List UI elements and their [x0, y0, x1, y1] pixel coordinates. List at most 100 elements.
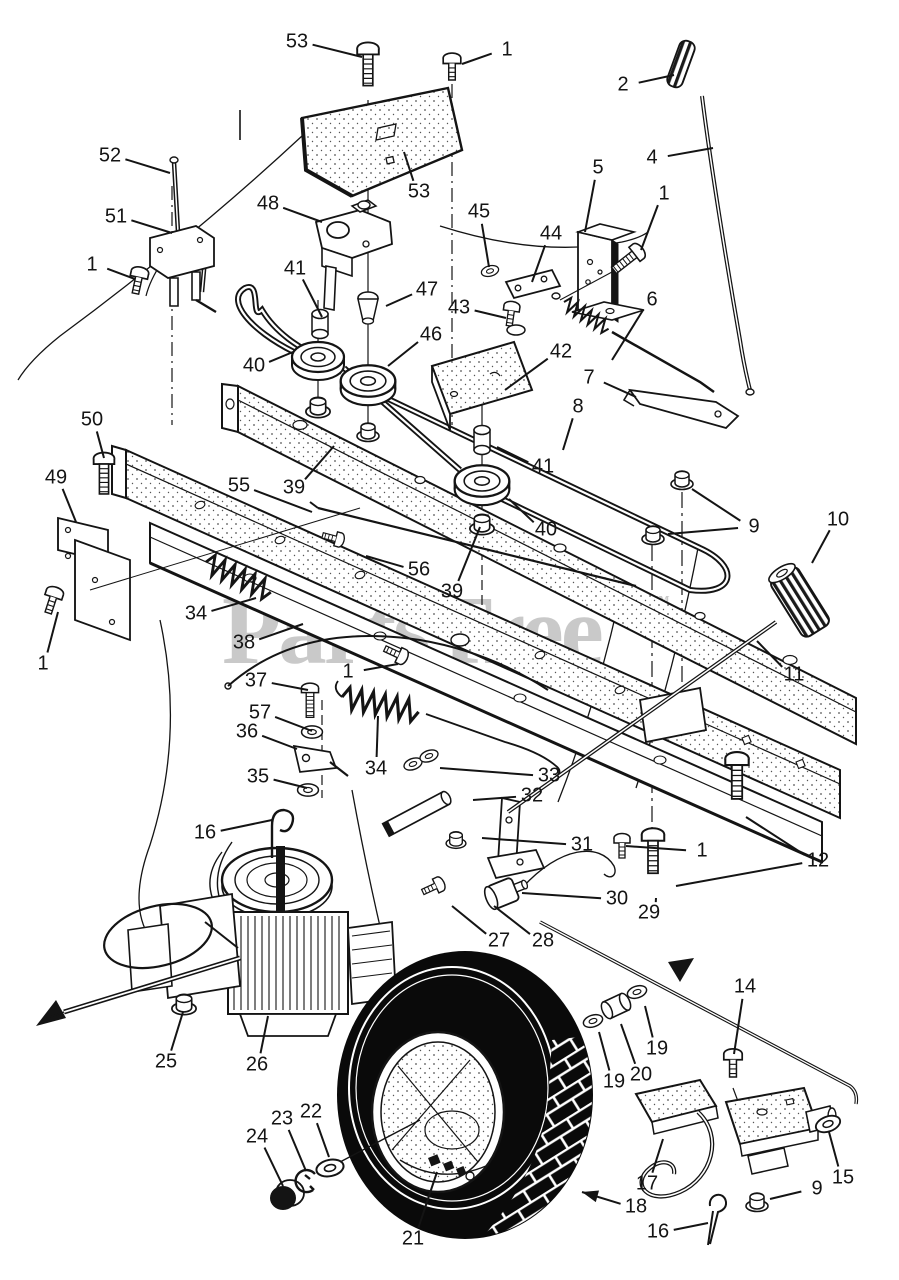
pin-32: [381, 790, 452, 838]
cone-nut-47: [357, 291, 379, 325]
part-number-callout: 41: [283, 257, 307, 280]
flange-nut-under-46: [356, 422, 380, 443]
e-clip-23: [294, 1168, 316, 1194]
part-number-callout: 27: [487, 929, 511, 952]
leader-line: [417, 1171, 438, 1229]
part-number-callout: 44: [539, 222, 563, 245]
washer-19b: [625, 982, 649, 1002]
part-number-callout: 4: [646, 146, 658, 169]
part-number-callout: 17: [635, 1172, 659, 1195]
part-number-callout: 6: [646, 288, 658, 311]
cap-24: [270, 1179, 305, 1210]
flange-nut-9a: [670, 470, 694, 491]
part-number-callout: 55: [227, 474, 251, 497]
part-number-callout: 39: [440, 580, 464, 603]
lever-7: [622, 388, 740, 430]
grip-10: [768, 562, 830, 638]
screw-27-28: [418, 874, 448, 900]
part-number-callout: 1: [86, 253, 98, 276]
leader-line: [651, 1138, 664, 1173]
leader-line: [170, 1011, 184, 1051]
leader-line: [61, 488, 77, 523]
part-number-callout: 39: [282, 476, 306, 499]
part-number-callout: 34: [184, 602, 208, 625]
screw-14: [722, 1047, 744, 1078]
part-number-callout: 38: [232, 631, 256, 654]
leader-line: [531, 244, 547, 283]
top-plate: [239, 86, 464, 198]
cotter-pin-16: [707, 1193, 728, 1246]
leader-line: [667, 147, 714, 158]
leader-line: [644, 1005, 654, 1038]
part-number-callout: 8: [572, 395, 584, 418]
leader-line: [480, 223, 490, 268]
leader-line: [521, 892, 602, 900]
leader-line: [365, 555, 404, 568]
valve-stem-21: [427, 1154, 475, 1181]
leader-line: [268, 351, 294, 363]
leader-line: [287, 1129, 307, 1172]
part-number-callout: 7: [583, 366, 595, 389]
leader-line: [451, 905, 487, 935]
leader-line: [611, 309, 644, 361]
part-number-callout: 10: [826, 508, 850, 531]
part-number-callout: 20: [629, 1063, 653, 1086]
part-number-callout: 40: [242, 354, 266, 377]
bolt-29: [640, 827, 666, 875]
part-number-callout: 15: [831, 1166, 855, 1189]
idler-pulley-46: [339, 364, 397, 407]
control-rod-29-14: [539, 920, 859, 1105]
leader-line: [496, 446, 529, 464]
part-number-callout: 31: [570, 833, 594, 856]
leader-line: [363, 663, 399, 672]
leader-line: [481, 837, 567, 846]
part-number-callout: 51: [104, 205, 128, 228]
part-number-callout: 40: [534, 518, 558, 541]
part-number-callout: 5: [592, 156, 604, 179]
leader-line: [403, 151, 415, 182]
hex-screw-1-top: [442, 52, 462, 81]
pedal-assembly: [634, 1078, 837, 1199]
part-number-callout: 23: [270, 1107, 294, 1130]
part-number-callout: 41: [531, 455, 555, 478]
bracket-49: [57, 507, 361, 642]
leader-line: [603, 381, 637, 398]
leader-line: [46, 611, 59, 653]
leader-line: [598, 1031, 611, 1071]
leader-lines: [46, 43, 840, 1231]
part-number-callout: 19: [602, 1070, 626, 1093]
part-number-callout: 9: [811, 1177, 823, 1200]
lift-rod-11: [506, 620, 778, 814]
bushing-20: [600, 992, 632, 1020]
leader-line: [508, 498, 535, 524]
leader-line: [282, 206, 323, 223]
part-number-callout: 18: [624, 1195, 648, 1218]
part-number-callout: 53: [285, 30, 309, 53]
leader-line: [756, 640, 783, 668]
leader-line: [474, 309, 507, 319]
leader-line: [131, 219, 173, 234]
part-number-callout: 52: [98, 144, 122, 167]
bracket-51: [149, 225, 217, 314]
part-number-callout: 33: [537, 764, 561, 787]
leader-line: [271, 682, 309, 691]
part-number-callout: 1: [501, 38, 513, 61]
leader-line: [439, 767, 534, 777]
part-number-callout: 35: [246, 765, 270, 788]
leader-line: [316, 1122, 330, 1158]
part-number-callout: 1: [37, 652, 49, 675]
part-number-callout: 46: [419, 323, 443, 346]
transaxle-26: [103, 841, 397, 1037]
leader-line: [273, 778, 308, 789]
leader-line: [472, 795, 517, 801]
part-number-callout: 12: [806, 849, 830, 872]
rear-wheel-tire: [337, 951, 593, 1239]
rod-6-with-spring: [551, 292, 715, 394]
leader-line: [675, 862, 803, 887]
leader-line: [259, 1015, 269, 1054]
leader-line: [312, 43, 363, 58]
leader-line: [673, 1222, 709, 1231]
leader-arrowhead: [582, 1190, 600, 1203]
